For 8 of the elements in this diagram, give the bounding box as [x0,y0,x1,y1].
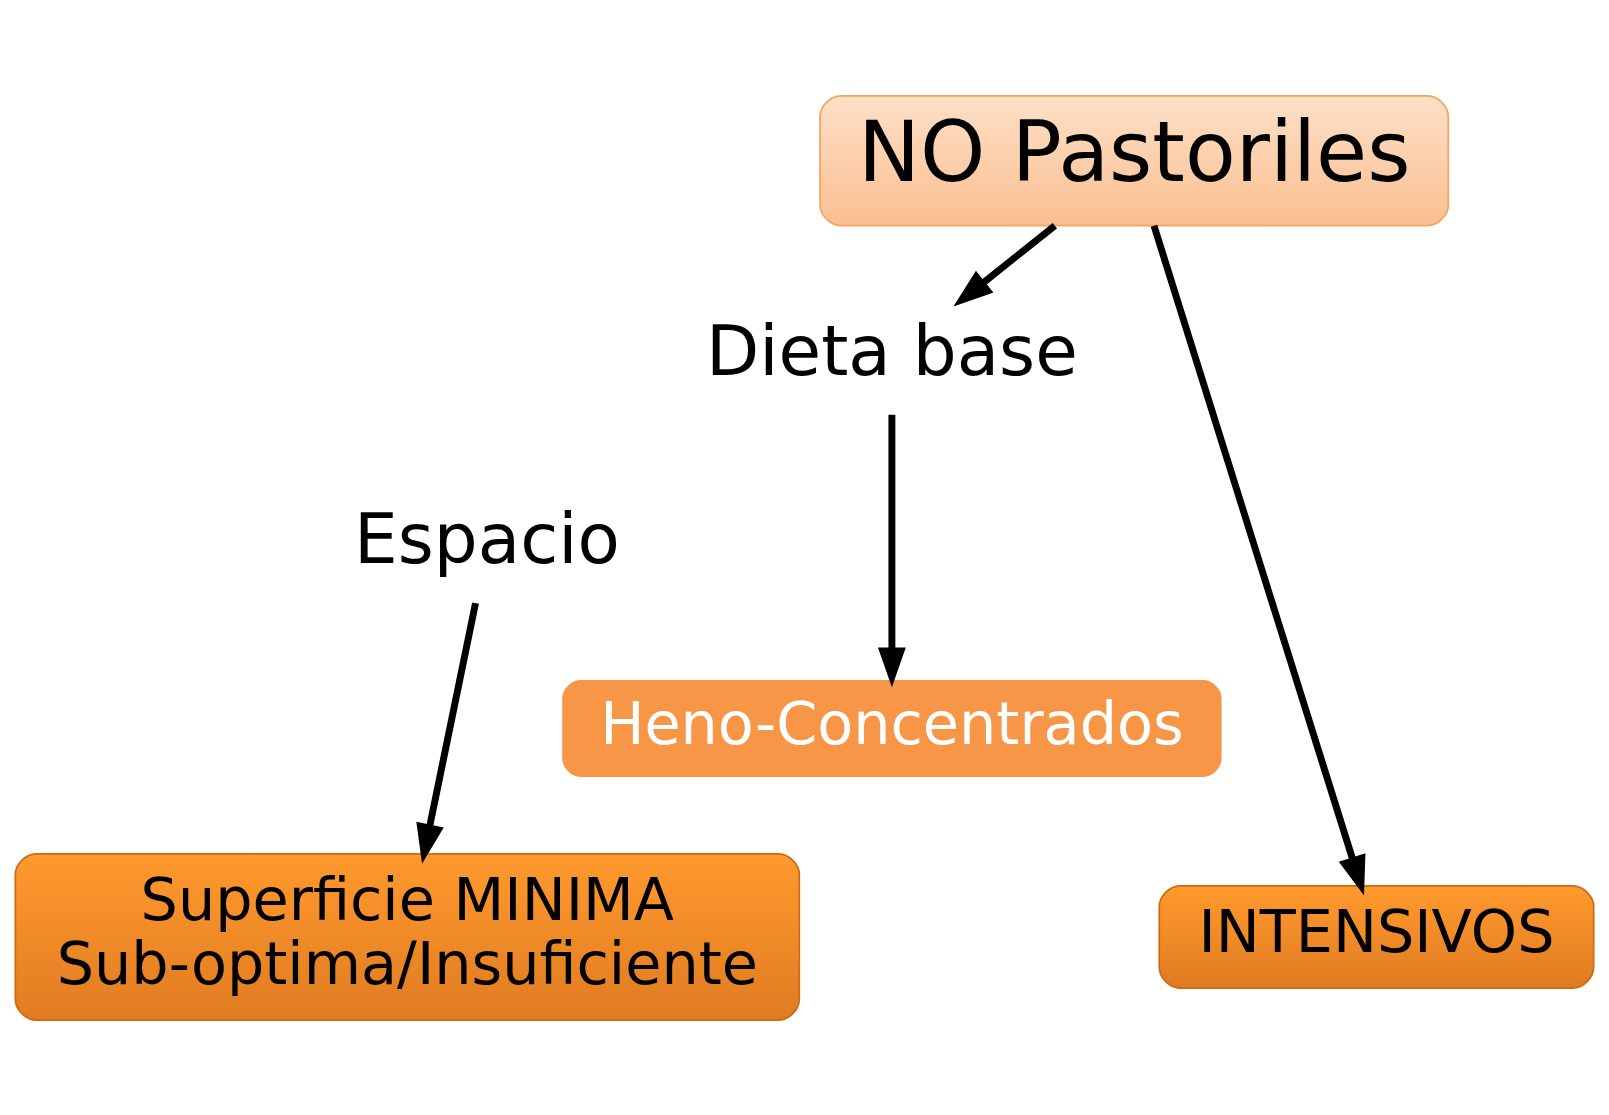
node-box: Superficie MINIMA Sub-optima/Insuficiente [14,852,801,1021]
arrow [953,222,1057,306]
node-text: Espacio [354,498,620,579]
node-text: Dieta base [706,310,1078,391]
arrow [1150,224,1366,896]
arrow [416,601,479,864]
node-box: INTENSIVOS [1158,884,1595,989]
node-box: NO Pastoriles [819,94,1450,227]
